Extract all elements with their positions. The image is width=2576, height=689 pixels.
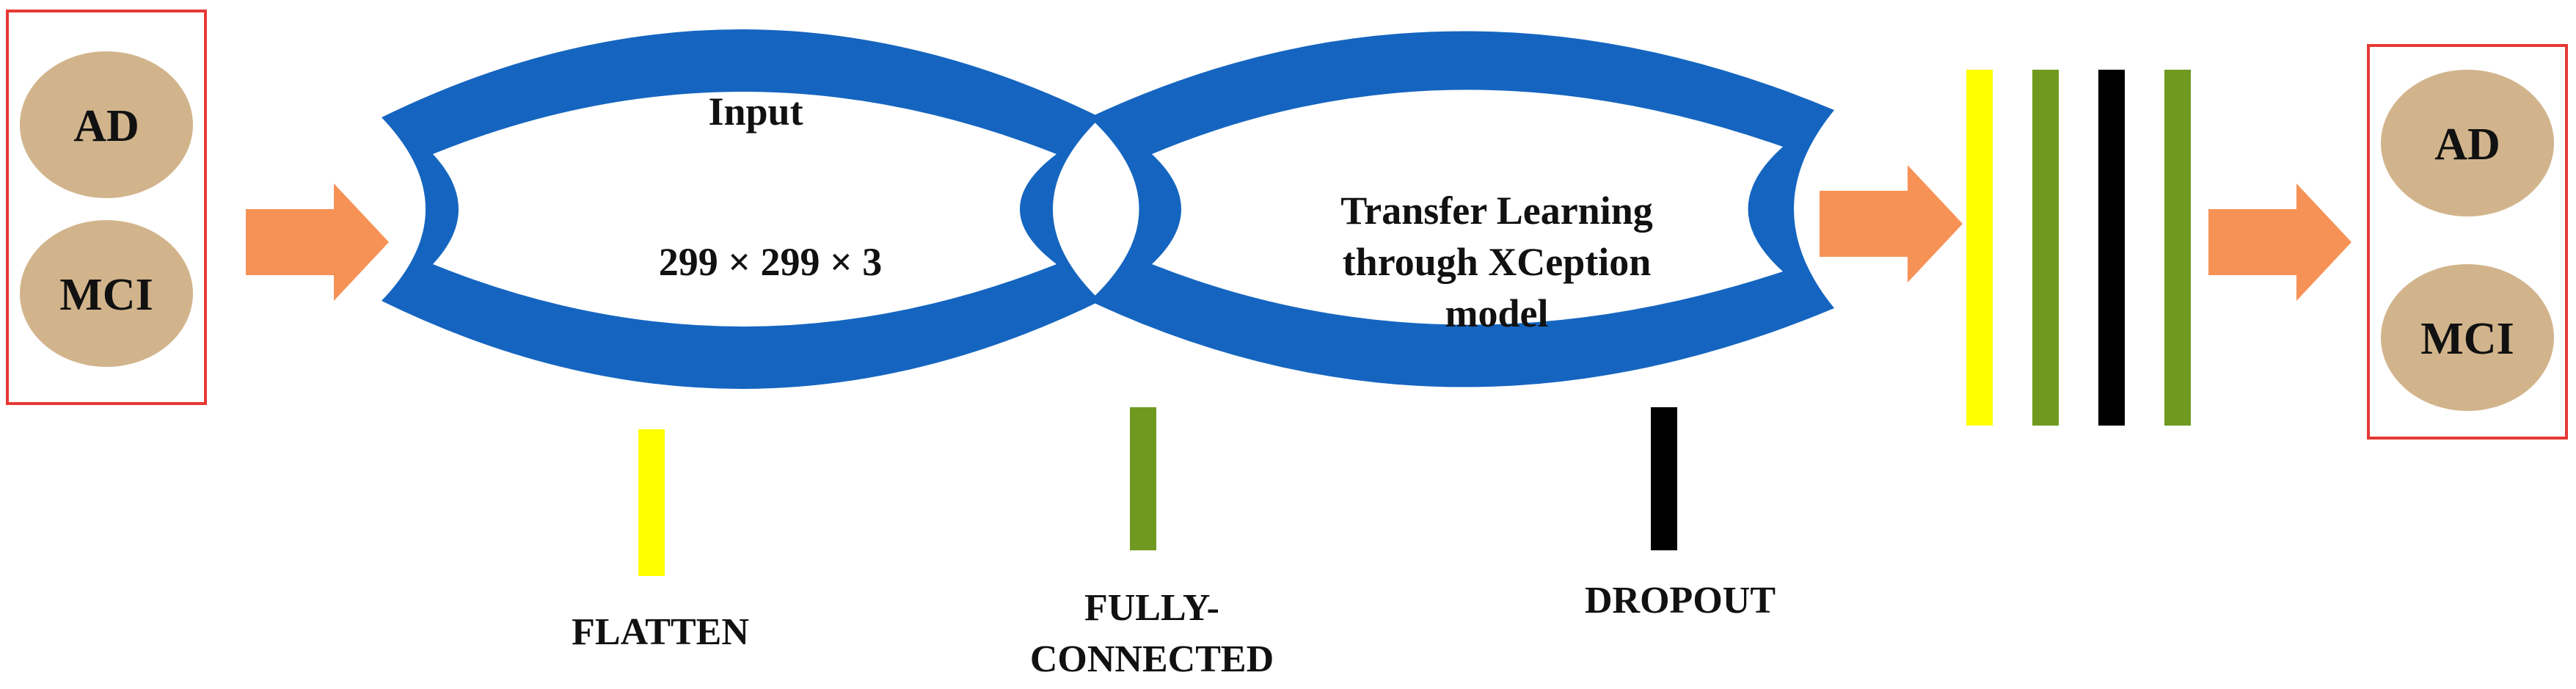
flow-arrow-3 (2208, 183, 2351, 301)
model-lens: Transfer Learning through XCeption model (1090, 31, 1834, 387)
output-class-ellipse-ad (2381, 70, 2554, 216)
flatten-bar (638, 429, 665, 576)
stack-bar-dropout (2098, 70, 2125, 426)
output-classes-group: AD MCI (2367, 44, 2568, 440)
input-class-ellipse-mci (20, 220, 193, 367)
dropout-bar (1651, 407, 1677, 550)
layer-legend: FLATTEN FULLY- CONNECTED DROPOUT (572, 407, 1776, 680)
input-classes-group: AD MCI (6, 10, 207, 405)
input-lens: Input 299 × 299 × 3 (382, 29, 1101, 389)
input-class-ellipse-ad (20, 51, 193, 198)
layer-stack (1966, 70, 2191, 426)
stack-bar-flatten (1966, 70, 1993, 426)
input-class-label-ad: AD (73, 101, 139, 151)
output-class-label-mci: MCI (2420, 314, 2514, 364)
flatten-label: FLATTEN (572, 611, 749, 653)
model-line-3: model (1445, 291, 1549, 335)
flow-arrow-2 (1820, 165, 1963, 282)
flow-arrow-1 (246, 183, 389, 301)
fully-connected-label-line-1: FULLY- (1084, 587, 1219, 629)
input-class-label-mci: MCI (59, 270, 153, 320)
output-class-ellipse-mci (2381, 264, 2554, 411)
output-class-label-ad: AD (2434, 120, 2500, 169)
input-title: Input (708, 90, 803, 134)
input-dimensions: 299 × 299 × 3 (659, 240, 883, 284)
dropout-label: DROPOUT (1585, 580, 1776, 621)
fully-connected-label-line-2: CONNECTED (1030, 638, 1274, 680)
model-line-1: Transfer Learning (1340, 189, 1653, 233)
fully-connected-bar (1130, 407, 1156, 550)
stack-bar-fully-connected-2 (2164, 70, 2191, 426)
model-line-2: through XCeption (1343, 240, 1652, 284)
stack-bar-fully-connected (2032, 70, 2059, 426)
